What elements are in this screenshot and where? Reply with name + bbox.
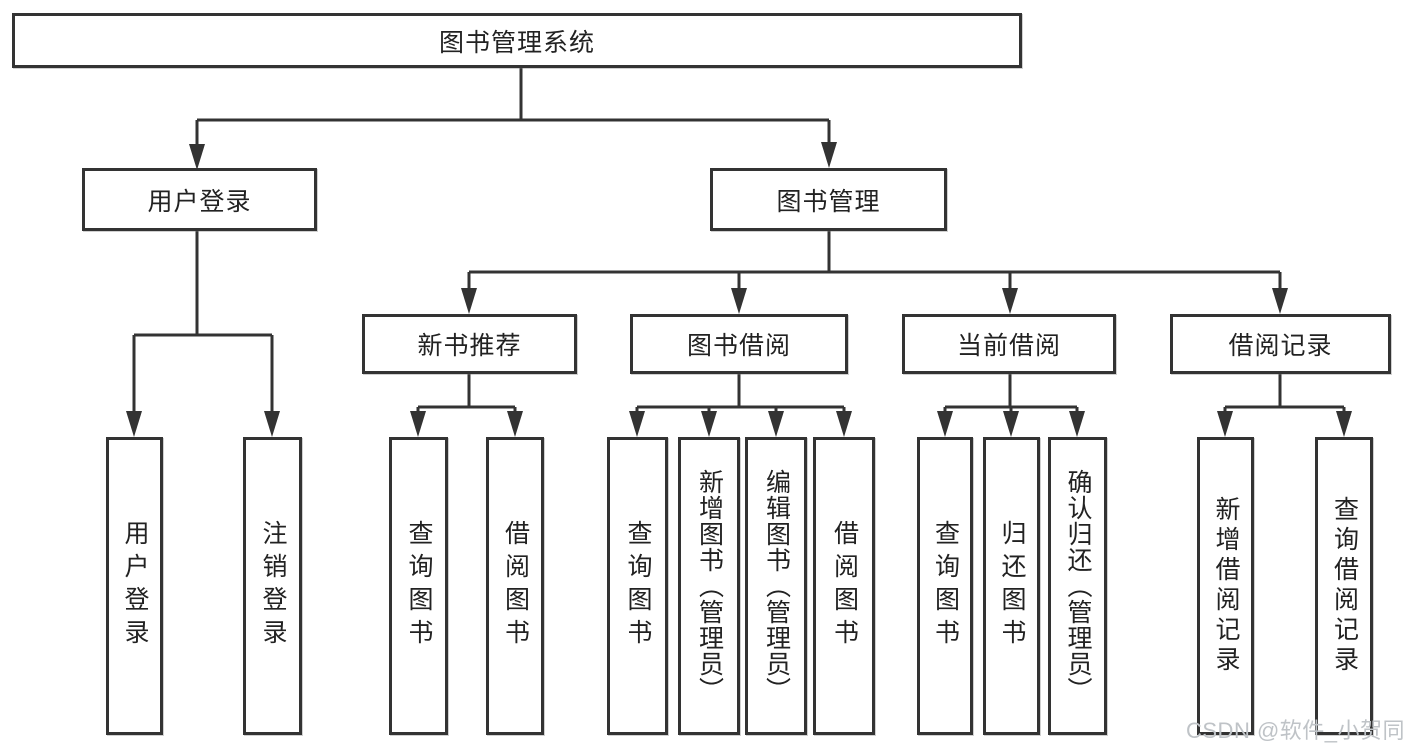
node-borrow-records: 借阅记录 xyxy=(1170,314,1391,374)
arrow-down-icon xyxy=(937,411,953,437)
node-new-book-recommend: 新书推荐 xyxy=(362,314,577,374)
leaf-label: 用户登录 xyxy=(121,520,149,652)
node-leaf-query-borrow-record: 查询借阅记录 xyxy=(1315,437,1373,735)
arrow-down-icon xyxy=(731,288,747,314)
leaf-label: 查询图书 xyxy=(931,520,960,652)
arrowhead-icons xyxy=(126,142,1352,437)
node-user-login-group: 用户登录 xyxy=(82,168,317,231)
arrow-down-icon xyxy=(701,411,717,437)
leaf-label: 新增图书（管理员） xyxy=(695,469,724,703)
arrow-down-icon xyxy=(410,411,426,437)
leaf-label: 借阅图书 xyxy=(830,520,859,652)
node-leaf-return-book: 归还图书 xyxy=(983,437,1040,735)
node-leaf-borrow-book-recommend: 借阅图书 xyxy=(486,437,544,735)
link-recommend-to-leaves xyxy=(416,374,517,421)
node-leaf-confirm-return-admin: 确认归还（管理员） xyxy=(1048,437,1107,735)
arrow-down-icon xyxy=(1002,288,1018,314)
leaf-label: 新增借阅记录 xyxy=(1212,496,1240,676)
arrow-down-icon xyxy=(1336,411,1352,437)
arrow-down-icon xyxy=(507,411,523,437)
link-userlogin-to-leaves xyxy=(132,231,274,421)
arrow-down-icon xyxy=(821,142,837,168)
link-bookmgmt-to-level3 xyxy=(467,231,1282,298)
node-book-borrow: 图书借阅 xyxy=(630,314,848,374)
node-current-borrow: 当前借阅 xyxy=(902,314,1116,374)
arrow-down-icon xyxy=(1003,411,1019,437)
node-leaf-add-book-admin: 新增图书（管理员） xyxy=(678,437,740,735)
leaf-label: 归还图书 xyxy=(998,520,1026,652)
arrow-down-icon xyxy=(768,411,784,437)
arrow-down-icon xyxy=(1217,411,1233,437)
leaf-label: 查询图书 xyxy=(624,520,652,652)
leaf-label: 借阅图书 xyxy=(501,520,530,652)
csdn-watermark: CSDN @软件_小贺同学 xyxy=(1186,718,1405,743)
node-leaf-query-book-current: 查询图书 xyxy=(917,437,973,735)
node-book-management: 图书管理 xyxy=(710,168,947,231)
arrow-down-icon xyxy=(1069,411,1085,437)
node-leaf-query-book-borrow: 查询图书 xyxy=(607,437,668,735)
arrow-down-icon xyxy=(189,144,205,170)
link-borrow-to-leaves xyxy=(635,374,846,421)
link-records-to-leaves xyxy=(1223,374,1346,421)
leaf-label: 查询借阅记录 xyxy=(1330,496,1359,676)
leaf-label: 注销登录 xyxy=(259,520,287,652)
leaf-label: 确认归还（管理员） xyxy=(1064,469,1092,703)
leaf-label: 编辑图书（管理员） xyxy=(762,469,791,703)
arrow-down-icon xyxy=(126,411,142,437)
arrow-down-icon xyxy=(629,411,645,437)
arrow-down-icon xyxy=(461,288,477,314)
node-leaf-user-login: 用户登录 xyxy=(106,437,163,735)
node-leaf-add-borrow-record: 新增借阅记录 xyxy=(1197,437,1254,735)
arrow-down-icon xyxy=(1272,288,1288,314)
arrow-down-icon xyxy=(264,411,280,437)
node-leaf-edit-book-admin: 编辑图书（管理员） xyxy=(745,437,807,735)
leaf-label: 查询图书 xyxy=(405,520,433,652)
link-root-to-level2 xyxy=(195,68,831,152)
arrow-down-icon xyxy=(836,411,852,437)
node-leaf-borrow-book-borrow: 借阅图书 xyxy=(813,437,875,735)
node-leaf-logout: 注销登录 xyxy=(243,437,302,735)
node-leaf-query-book-recommend: 查询图书 xyxy=(389,437,448,735)
node-library-management-system: 图书管理系统 xyxy=(12,13,1022,68)
